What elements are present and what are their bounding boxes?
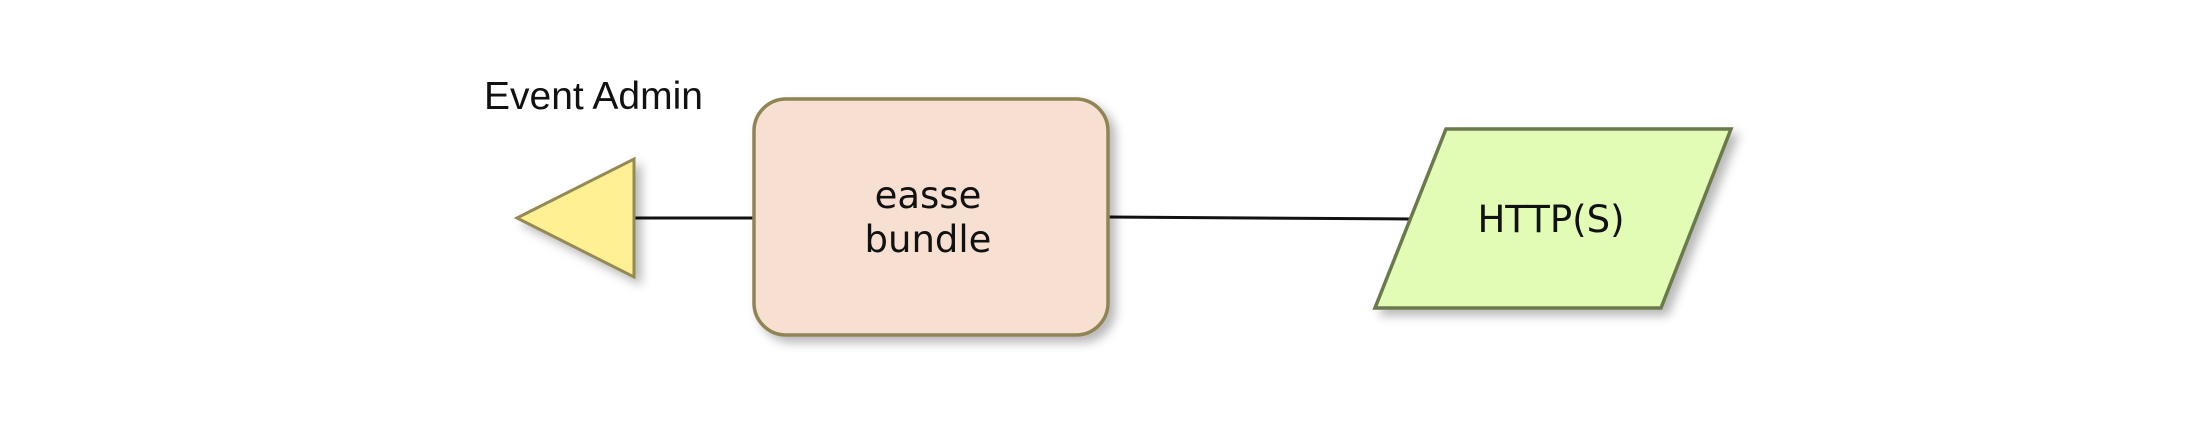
http-interface-node[interactable]: HTTP(S)	[1372, 127, 1734, 310]
easse-bundle-node[interactable]: easse bundle	[752, 97, 1110, 337]
bundle-label-line1: easse	[875, 174, 982, 217]
bundle-box[interactable]	[752, 97, 1110, 337]
event-admin-port-triangle[interactable]	[513, 156, 636, 280]
http-label: HTTP(S)	[1477, 198, 1624, 241]
event-admin-label: Event Admin	[484, 75, 703, 118]
bundle-label-line2: bundle	[865, 218, 992, 261]
http-parallelogram[interactable]	[1372, 127, 1734, 310]
connector-bundle-to-http	[1107, 215, 1411, 221]
